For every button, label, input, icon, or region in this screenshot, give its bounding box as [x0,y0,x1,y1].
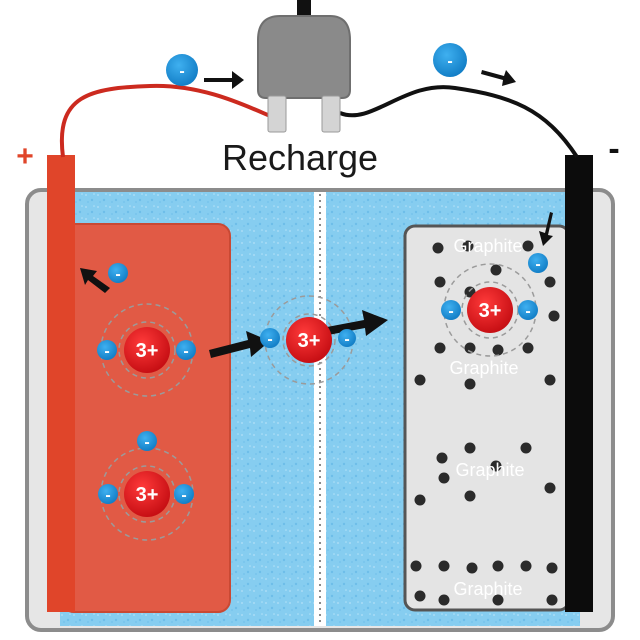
electron-charge-label: - [525,303,530,320]
electron-icon: - [97,340,117,360]
graphite-dot [414,590,426,602]
graphite-dot [414,374,426,386]
graphite-dot [492,594,504,606]
electron-charge-label: - [104,343,109,360]
graphite-dot [492,560,504,572]
graphite-dot [490,264,502,276]
electron-charge-label: - [115,266,120,283]
electron-charge-label: - [105,487,110,504]
electron-icon: - [98,484,118,504]
graphite-dot [438,560,450,572]
electron-charge-label: - [344,331,349,348]
separator [314,192,326,626]
ion-layer: - - - - 3+ - - 3+ - - - 3+ - - 3+ - - [97,43,548,517]
graphite-dot [544,482,556,494]
electron-charge-label: - [179,63,184,80]
graphite-dot [466,562,478,574]
graphite-dot [522,240,534,252]
electron-charge-label: - [535,256,540,273]
lithium-ion-icon: 3+ [124,471,170,517]
diagram-title: Recharge [222,137,378,178]
graphite-dot [522,342,534,354]
graphite-dot [410,560,422,572]
graphite-dot [520,560,532,572]
graphite-dot [464,342,476,354]
graphite-dot [414,494,426,506]
electron-icon: - [518,300,538,320]
ion-charge-label: 3+ [479,300,502,322]
electron-icon: - [108,263,128,283]
graphite-dot [432,242,444,254]
graphite-dot [544,374,556,386]
electron-icon: - [174,484,194,504]
electron-icon: - [441,300,461,320]
plug-icon [257,0,351,133]
graphite-label: Graphite [453,579,522,599]
electron-charge-label: - [183,343,188,360]
electron-charge-label: - [267,331,272,348]
electron-icon: - [528,253,548,273]
graphite-dot [548,310,560,322]
positive-terminal-sign: + [16,140,34,173]
electron-icon: - [176,340,196,360]
electron-icon: - [166,54,198,86]
graphite-dot [438,594,450,606]
graphite-dot [434,276,446,288]
lithium-ion-icon: 3+ [286,317,332,363]
graphite-dot [464,442,476,454]
graphite-dot [544,276,556,288]
graphite-dot [436,452,448,464]
electron-charge-label: - [181,487,186,504]
electron-icon: - [260,328,280,348]
ion-charge-label: 3+ [298,330,321,352]
graphite-label: Graphite [449,358,518,378]
ion-charge-label: 3+ [136,340,159,362]
graphite-dot [520,442,532,454]
electron-icon: - [433,43,467,77]
electron-icon: - [338,329,356,348]
graphite-lattice [410,240,560,606]
lithium-ion-icon: 3+ [467,287,513,333]
arrow-icon [80,70,553,358]
negative-wire [339,85,579,159]
graphite-dot [464,378,476,390]
graphite-label: Graphite [453,236,522,256]
graphite-dot [434,342,446,354]
graphite-dot [492,344,504,356]
positive-wire [59,83,276,158]
electron-charge-label: - [144,434,149,451]
ion-charge-label: 3+ [136,484,159,506]
graphite-dot [464,490,476,502]
electron-charge-label: - [447,53,452,70]
graphite-dot [546,594,558,606]
graphite-dot [438,472,450,484]
graphite-dot [464,286,476,298]
positive-electrode [47,155,75,612]
electron-icon: - [137,431,157,451]
graphite-anode [403,224,571,612]
negative-electrode [565,155,593,612]
lithium-ion-icon: 3+ [124,327,170,373]
electron-charge-label: - [448,303,453,320]
cathode [61,223,231,613]
graphite-label: Graphite [455,460,524,480]
graphite-dot [546,562,558,574]
negative-terminal-sign: - [608,130,619,168]
graphite-dot [462,240,474,252]
graphite-dot [490,460,502,472]
